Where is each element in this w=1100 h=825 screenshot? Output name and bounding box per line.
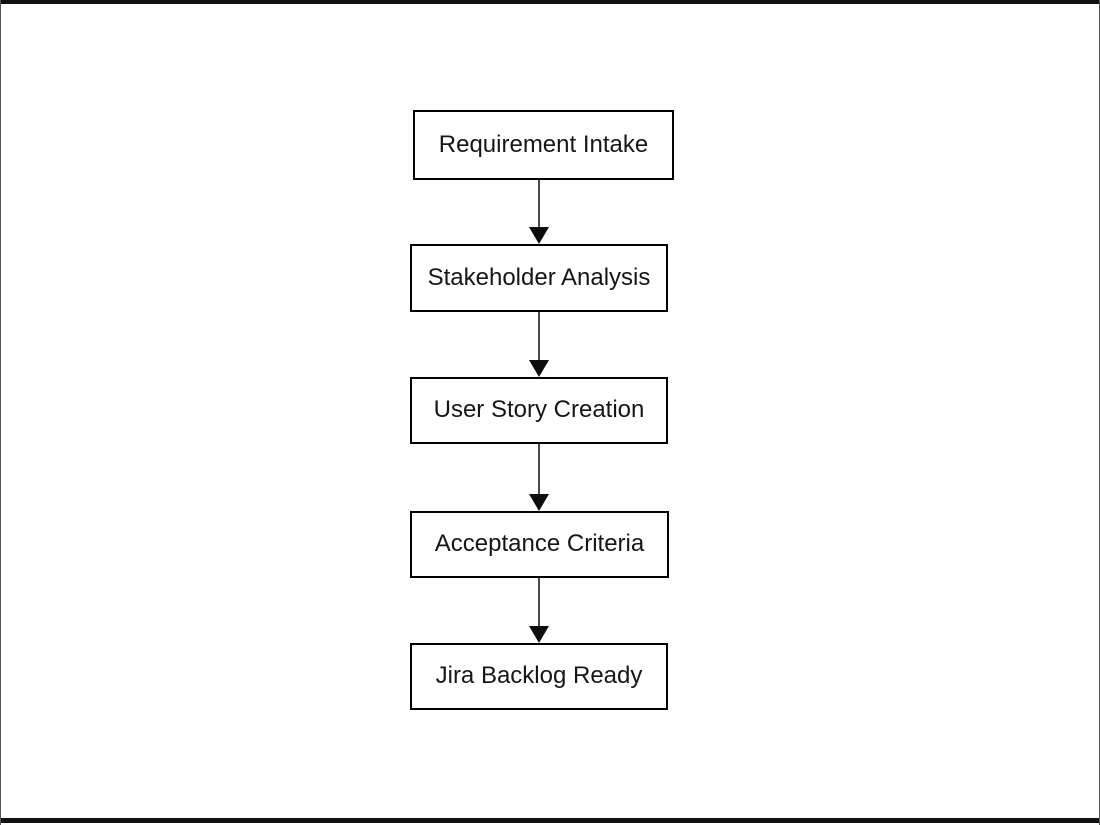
arrow-down-icon bbox=[529, 312, 549, 377]
arrow-shaft bbox=[538, 312, 540, 361]
arrow-shaft bbox=[538, 578, 540, 627]
arrow-head bbox=[529, 227, 549, 244]
arrow-down-icon bbox=[529, 180, 549, 244]
arrow-down-icon bbox=[529, 578, 549, 643]
flow-node-user-story-creation: User Story Creation bbox=[410, 377, 668, 444]
arrow-head bbox=[529, 494, 549, 511]
flow-node-label: Acceptance Criteria bbox=[434, 530, 645, 558]
arrow-down-icon bbox=[529, 444, 549, 511]
flow-node-label: User Story Creation bbox=[433, 396, 645, 424]
flow-node-jira-backlog-ready: Jira Backlog Ready bbox=[410, 643, 668, 710]
flow-node-requirement-intake: Requirement Intake bbox=[413, 110, 674, 180]
flow-node-stakeholder-analysis: Stakeholder Analysis bbox=[410, 244, 668, 312]
flow-node-acceptance-criteria: Acceptance Criteria bbox=[410, 511, 669, 578]
bottom-frame-bar bbox=[1, 818, 1099, 823]
arrow-shaft bbox=[538, 444, 540, 495]
arrow-shaft bbox=[538, 180, 540, 228]
top-frame-bar bbox=[1, 0, 1099, 4]
arrow-head bbox=[529, 626, 549, 643]
flow-node-label: Stakeholder Analysis bbox=[427, 263, 651, 291]
flow-node-label: Jira Backlog Ready bbox=[435, 662, 643, 690]
arrow-head bbox=[529, 360, 549, 377]
flow-node-label: Requirement Intake bbox=[438, 130, 649, 158]
